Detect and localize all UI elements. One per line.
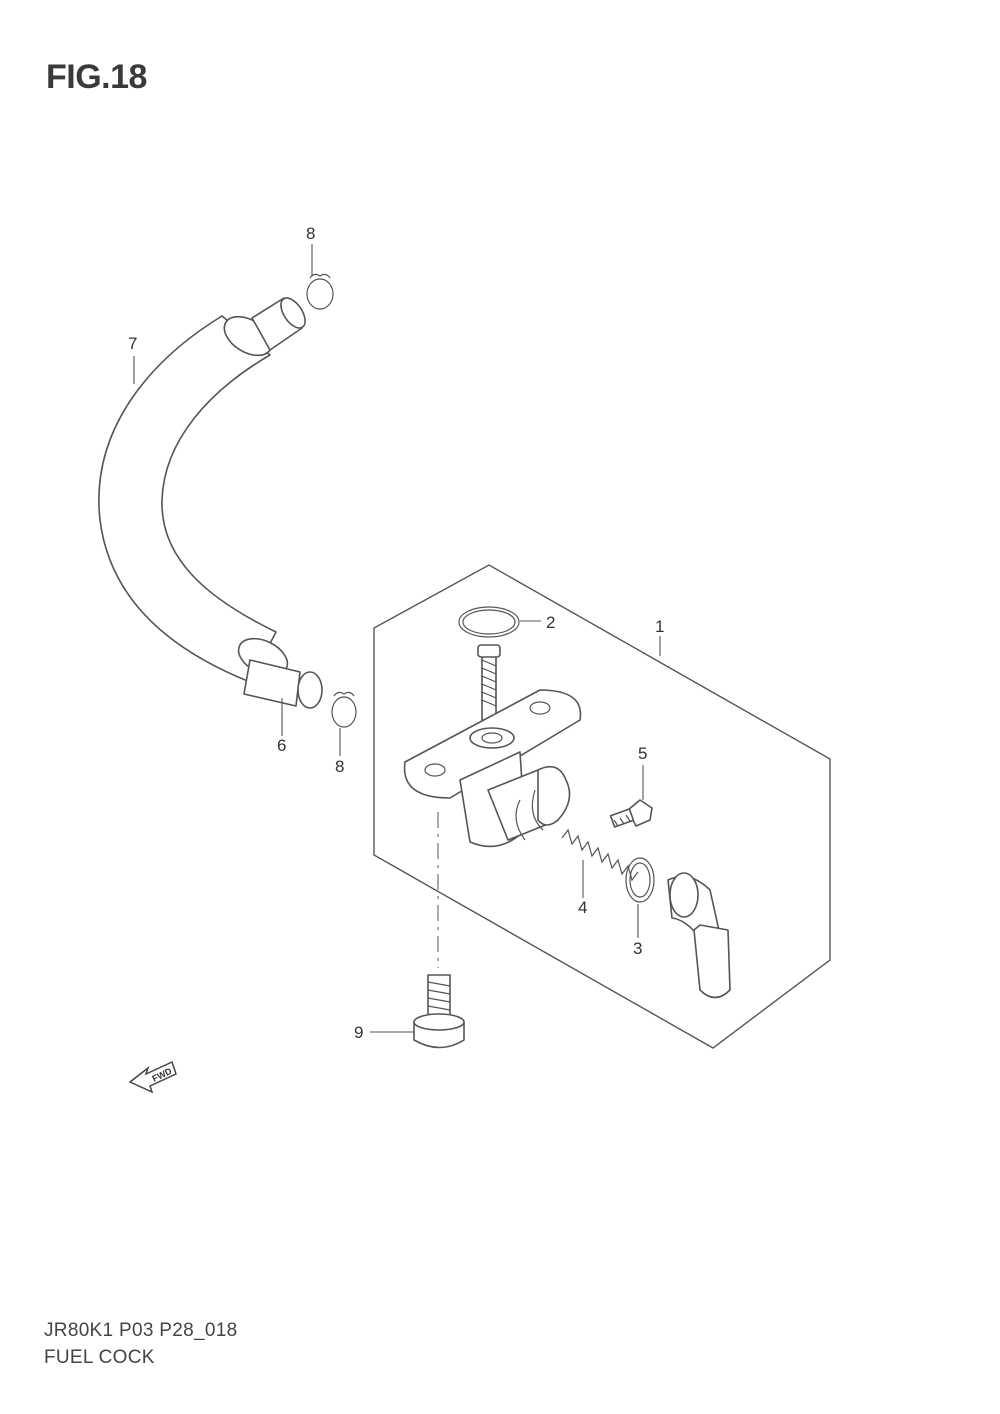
callout-5: 5 [638,744,647,763]
figure-title: FIG.18 [46,58,147,96]
model-code: JR80K1 P03 P28_018 [44,1320,238,1341]
hose-clip-lower [331,691,357,728]
bolt-9 [413,974,465,1049]
o-ring-2 [458,606,520,638]
fwd-arrow-icon: FWD [128,1060,177,1094]
fuel-cock-body [403,644,582,848]
hose-lower-pipe [243,659,323,709]
callout-7: 7 [128,334,137,353]
callout-2: 2 [546,613,555,632]
o-ring-3 [625,857,655,903]
callout-6: 6 [277,736,286,755]
callout-8-lower: 8 [335,757,344,776]
callout-8-upper: 8 [306,224,315,243]
leader-lines [133,244,661,1033]
hose-clip-upper [306,273,334,310]
callout-9: 9 [354,1023,363,1042]
hose-upper-fitting [251,297,306,351]
callout-4: 4 [578,898,587,917]
assembly-group-outline [373,564,831,1049]
fuel-hose [98,315,289,683]
callout-3: 3 [633,939,642,958]
screw-5 [609,799,653,828]
fuel-cock-lever [667,872,731,999]
spring-4 [561,828,639,882]
section-name: FUEL COCK [44,1347,155,1368]
callout-1: 1 [655,617,664,636]
